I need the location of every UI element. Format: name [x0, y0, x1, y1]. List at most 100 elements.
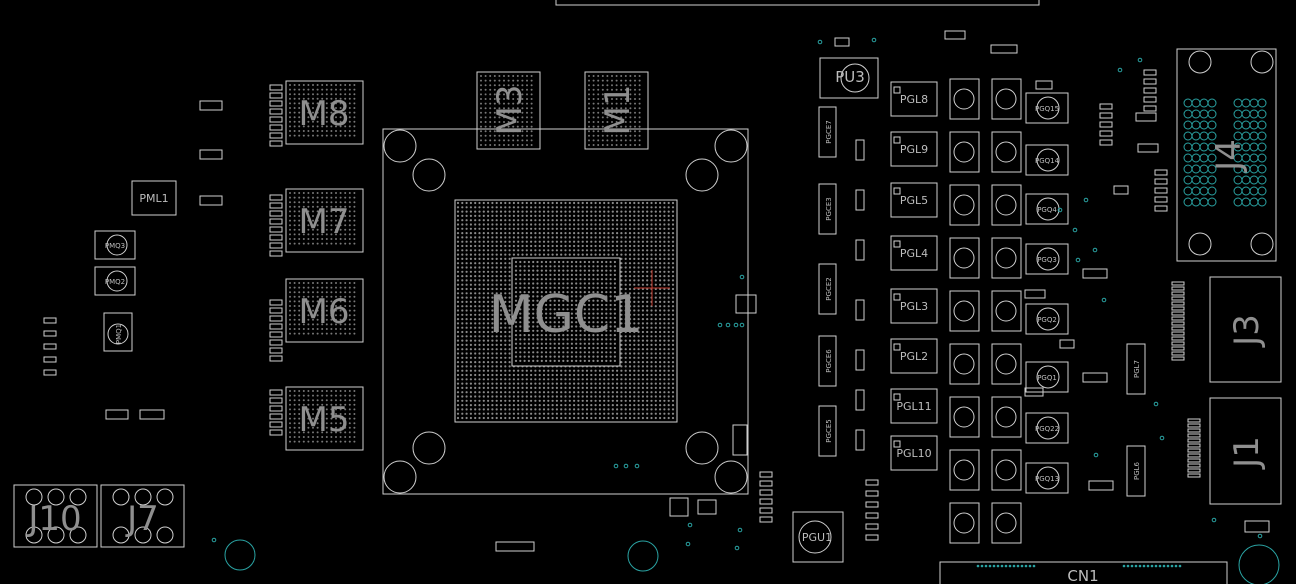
passive-component: [269, 421, 283, 428]
pad: [1187, 438, 1201, 443]
power-mosfet: [991, 502, 1022, 544]
capacitor-label: PGCE5: [825, 419, 833, 442]
mosfet-label: PGQ13: [1035, 475, 1059, 483]
pad: [980, 564, 984, 568]
pad: [1171, 351, 1185, 356]
memory-label-m3: M3: [490, 85, 530, 136]
passive-component: [269, 218, 283, 225]
mosfet-label: PGQ4: [1037, 206, 1057, 214]
passive-component: [1143, 96, 1157, 103]
passive-component: [1154, 169, 1168, 176]
smd-component: [834, 37, 850, 47]
pad: [1187, 423, 1201, 428]
j7-label: J7: [125, 499, 159, 539]
passive-component: [1099, 139, 1113, 146]
pad: [1187, 473, 1201, 478]
via: [685, 541, 691, 547]
pad: [1171, 301, 1185, 306]
power-mosfet: [991, 237, 1022, 279]
passive-component: [269, 242, 283, 249]
pad: [996, 564, 1000, 568]
mounting-hole: [112, 488, 130, 506]
inductor-label: PGL5: [900, 194, 928, 207]
via: [634, 463, 640, 469]
pad: [1016, 564, 1020, 568]
via: [871, 37, 877, 43]
passive-component: [43, 369, 57, 376]
passive-component: [269, 92, 283, 99]
smd-component: [1024, 387, 1044, 397]
memory-ball-grid: [480, 75, 533, 146]
via: [733, 322, 739, 328]
via: [1092, 247, 1098, 253]
passive-component: [1099, 121, 1113, 128]
via: [817, 39, 823, 45]
inductor-outline: [890, 235, 938, 271]
gpu-package-outline: [382, 128, 749, 495]
smd-component: [1244, 520, 1270, 533]
smd-component: [139, 409, 165, 420]
mounting-hole: [69, 488, 87, 506]
mounting-hole: [69, 526, 87, 544]
passive-component: [865, 501, 879, 508]
mosfet-outline: [1025, 92, 1069, 124]
passive-component: [1143, 87, 1157, 94]
via: [1057, 207, 1063, 213]
inductor-outline: [890, 131, 938, 167]
passive-component: [759, 471, 773, 478]
passive-component: [43, 343, 57, 350]
passive-component: [269, 132, 283, 139]
power-mosfet: [991, 78, 1022, 120]
passive-component: [855, 239, 865, 261]
pgu1-label: PGU1: [802, 531, 832, 544]
passive-component: [43, 330, 57, 337]
power-mosfet: [949, 502, 980, 544]
passive-component: [269, 397, 283, 404]
pad: [1150, 564, 1154, 568]
passive-component: [865, 534, 879, 541]
passive-component: [855, 349, 865, 371]
passive-component: [269, 234, 283, 241]
inductor-label: PGL10: [896, 447, 931, 460]
passive-component: [269, 347, 283, 354]
pad: [1008, 564, 1012, 568]
passive-component: [855, 389, 865, 411]
power-mosfet: [949, 396, 980, 438]
mosfet-outline: [1025, 193, 1069, 225]
passive-component: [1143, 69, 1157, 76]
memory-chip: [285, 80, 364, 145]
pad: [1171, 311, 1185, 316]
pad: [1158, 564, 1162, 568]
smd-component: [1024, 289, 1046, 299]
passive-component: [855, 429, 865, 451]
inductor-outline: [890, 338, 938, 374]
pad: [1171, 346, 1185, 351]
passive-component: [269, 226, 283, 233]
passive-component: [1099, 103, 1113, 110]
via: [687, 522, 693, 528]
mounting-hole: [156, 526, 174, 544]
pad: [1032, 564, 1036, 568]
passive-component: [269, 331, 283, 338]
capacitor-outline: [818, 335, 837, 387]
mounting-hole: [112, 526, 130, 544]
inductor-label: PGL11: [896, 400, 931, 413]
mosfet-outline: [1025, 412, 1069, 444]
smd-component: [1137, 143, 1159, 153]
smd-component: [735, 294, 757, 314]
passive-component: [1143, 78, 1157, 85]
pml1-label: PML1: [139, 192, 168, 205]
passive-component: [269, 210, 283, 217]
pad: [1187, 433, 1201, 438]
passive-component: [855, 299, 865, 321]
passive-component: [1099, 112, 1113, 119]
memory-ball-grid: [289, 282, 356, 335]
pad: [1171, 356, 1185, 361]
passive-component: [759, 498, 773, 505]
passive-component: [1154, 187, 1168, 194]
memory-label-m7: M7: [299, 202, 350, 242]
mosfet-outline: [94, 266, 136, 296]
via: [717, 322, 723, 328]
via: [734, 545, 740, 551]
mosfet-label: PGQ15: [1035, 105, 1059, 113]
